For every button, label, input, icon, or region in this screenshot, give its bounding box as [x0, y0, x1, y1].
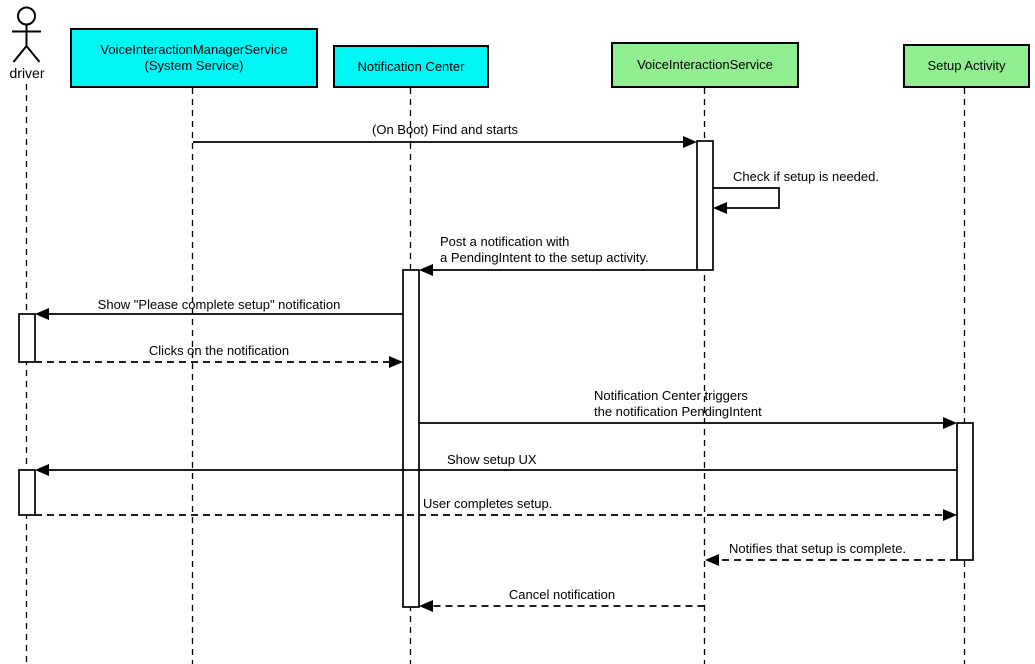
message-label-cancel-notification: Cancel notification [508, 587, 616, 602]
message-label-line1: Post a notification with [440, 234, 570, 249]
participant-voice-interaction-service: VoiceInteractionService [611, 42, 799, 88]
arrowhead-post-notification [419, 264, 433, 276]
participant-label: Notification Center [357, 58, 465, 74]
message-label-post-notification: Post a notification with a PendingIntent… [440, 234, 649, 266]
message-label-on-boot-find-and-starts: (On Boot) Find and starts [372, 122, 518, 137]
arrowhead-notifies-setup-complete [705, 554, 719, 566]
arrowhead-show-complete-setup-notification [35, 308, 49, 320]
participant-voice-interaction-manager-service: VoiceInteractionManagerService (System S… [70, 28, 318, 88]
arrowhead-on-boot-find-and-starts [683, 136, 697, 148]
actor-driver-icon [12, 6, 41, 63]
participant-setup-activity: Setup Activity [903, 44, 1030, 88]
participant-sublabel: (System Service) [144, 58, 244, 73]
activation-bar-notification-center [402, 269, 420, 608]
participant-notification-center: Notification Center [333, 45, 489, 88]
message-label-clicks-on-notification: Clicks on the notification [148, 343, 290, 358]
activation-bar-setup-activity [956, 422, 974, 561]
arrowhead-nc-triggers-pendingintent [943, 417, 957, 429]
participant-label: VoiceInteractionManagerService [100, 42, 288, 57]
arrowhead-check-if-setup-needed [713, 202, 727, 214]
activation-bar-driver-2 [18, 469, 36, 516]
message-line-check-if-setup-needed [713, 187, 780, 209]
message-label-user-completes-setup: User completes setup. [423, 496, 553, 511]
actor-driver-label: driver [9, 65, 45, 81]
arrowhead-cancel-notification [419, 600, 433, 612]
message-label-check-if-setup-needed: Check if setup is needed. [733, 169, 879, 184]
participant-label: VoiceInteractionService [637, 57, 773, 72]
message-label-show-complete-setup-notification: Show "Please complete setup" notificatio… [97, 297, 341, 312]
message-label-line2: the notification PendingIntent [594, 404, 762, 419]
message-label-notifies-setup-complete: Notifies that setup is complete. [729, 541, 907, 556]
message-label-nc-triggers-pendingintent: Notification Center triggers the notific… [594, 388, 762, 420]
activation-bar-driver-1 [18, 313, 36, 363]
message-label-line1: Notification Center triggers [594, 388, 748, 403]
participant-label: Setup Activity [927, 58, 1006, 73]
message-label-show-setup-ux: Show setup UX [447, 452, 537, 467]
arrowhead-user-completes-setup [943, 509, 957, 521]
arrowhead-clicks-on-notification [389, 356, 403, 368]
message-label-line2: a PendingIntent to the setup activity. [440, 250, 649, 265]
arrowhead-show-setup-ux [35, 464, 49, 476]
activation-bar-voice-interaction-service [696, 140, 714, 271]
